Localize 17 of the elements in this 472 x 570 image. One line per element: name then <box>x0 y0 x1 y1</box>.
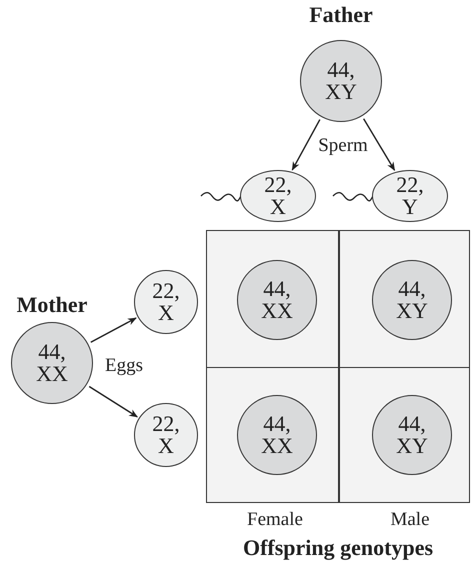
egg-cell: 22, X <box>134 403 198 467</box>
parent-heading: Father <box>309 2 373 28</box>
grid-heading: Offspring genotypes <box>242 535 434 561</box>
column-label: Male <box>390 509 430 531</box>
arrow <box>363 118 396 171</box>
arrow-label: Sperm <box>318 135 368 157</box>
egg-cell: 22, X <box>134 270 198 334</box>
cell-circle: 44, XX <box>11 322 93 404</box>
cell-circle: 44, XY <box>300 40 382 122</box>
sperm-cell: 22, X <box>240 170 316 222</box>
parent-heading: Mother <box>16 292 88 318</box>
column-label: Female <box>247 509 303 531</box>
arrow <box>90 317 137 343</box>
arrow <box>292 119 320 171</box>
sperm-cell: 22, Y <box>372 170 448 222</box>
arrow-label: Eggs <box>105 355 143 377</box>
arrow <box>88 386 138 418</box>
